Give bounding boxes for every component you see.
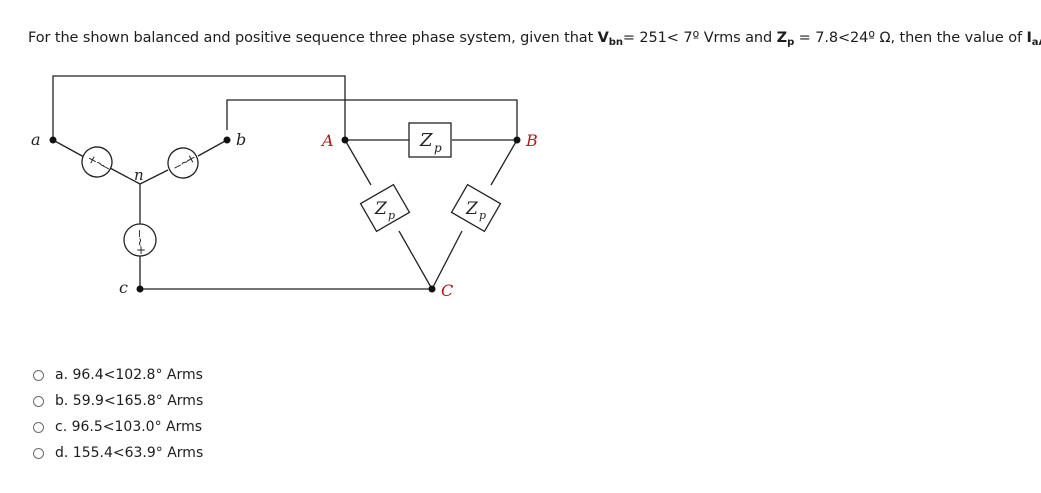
terminal-a: [49, 136, 57, 144]
question-part-3: = 7.8<24º Ω, then the value of: [794, 30, 1027, 46]
option-b-label[interactable]: b. 59.9<165.8° Arms: [55, 393, 204, 409]
wire-zbc-to-C: [431, 230, 463, 290]
option-d-label[interactable]: d. 155.4<63.9° Arms: [55, 445, 204, 461]
source-c-minus: −: [133, 229, 146, 238]
wire-source-a-to-n: [109, 167, 141, 185]
impedance-ca: Z p: [359, 183, 411, 233]
terminal-dots: [49, 136, 521, 293]
option-a-label[interactable]: a. 96.4<102.8° Arms: [55, 367, 203, 383]
wire-b-to-B: [226, 99, 518, 140]
wire-n-to-source-b: [139, 169, 169, 185]
answer-options: a. 96.4<102.8° Arms b. 59.9<165.8° Arms …: [33, 362, 203, 466]
source-a-icon: + ~ −: [81, 146, 113, 178]
question-part-2: = 251< 7º Vrms and: [622, 30, 777, 46]
radio-option-a[interactable]: [33, 369, 44, 381]
wire-B-to-zbc: [490, 139, 518, 186]
v-subscript: bn: [608, 37, 623, 48]
impedance-bc: Z p: [450, 183, 502, 233]
z-subscript: p: [787, 37, 795, 48]
option-d[interactable]: d. 155.4<63.9° Arms: [33, 440, 203, 466]
label-node-c: c: [119, 278, 128, 297]
radio-option-d[interactable]: [33, 447, 44, 459]
radio-option-b[interactable]: [33, 395, 44, 407]
impedance-ab-symbol: Z: [419, 130, 433, 151]
option-b[interactable]: b. 59.9<165.8° Arms: [33, 388, 203, 414]
terminal-b: [223, 136, 231, 144]
impedance-ab-sub: p: [434, 141, 442, 155]
source-b-icon: − ~ +: [167, 147, 199, 179]
terminal-C: [428, 285, 436, 293]
wire-a-to-A: [52, 75, 346, 140]
source-c-tilde: ~: [133, 237, 147, 247]
i-symbol: I: [1026, 30, 1032, 46]
radio-option-c[interactable]: [33, 421, 44, 433]
impedance-bc-sub: p: [479, 209, 486, 222]
option-a[interactable]: a. 96.4<102.8° Arms: [33, 362, 203, 388]
terminal-c: [136, 285, 144, 293]
wire-zca-to-C: [398, 230, 433, 290]
label-node-C: C: [441, 281, 453, 300]
impedance-ab: Z p: [408, 122, 452, 158]
question-text: For the shown balanced and positive sequ…: [28, 28, 1041, 53]
v-symbol: V: [597, 30, 609, 46]
option-c-label[interactable]: c. 96.5<103.0° Arms: [55, 419, 203, 435]
source-c-plus: +: [136, 243, 146, 257]
i-subscript: aA: [1031, 37, 1041, 48]
label-node-A: A: [320, 131, 334, 150]
wire-a-source: [52, 139, 85, 158]
question-part-1: For the shown balanced and positive sequ…: [28, 30, 598, 46]
label-node-B: B: [525, 131, 538, 150]
impedance-ca-sub: p: [388, 209, 395, 222]
wire-A-to-zca: [344, 139, 372, 186]
label-node-n: n: [134, 166, 144, 184]
option-c[interactable]: c. 96.5<103.0° Arms: [33, 414, 203, 440]
label-node-a: a: [31, 130, 41, 149]
label-node-b: b: [236, 130, 246, 149]
terminal-A: [341, 136, 349, 144]
source-c-icon: − ~ +: [123, 223, 157, 257]
impedance-bc-symbol: Z: [465, 199, 479, 219]
impedance-ca-symbol: Z: [374, 199, 388, 219]
terminal-B: [513, 136, 521, 144]
wire-source-b-to-b: [197, 139, 228, 157]
z-symbol: Z: [776, 30, 788, 46]
